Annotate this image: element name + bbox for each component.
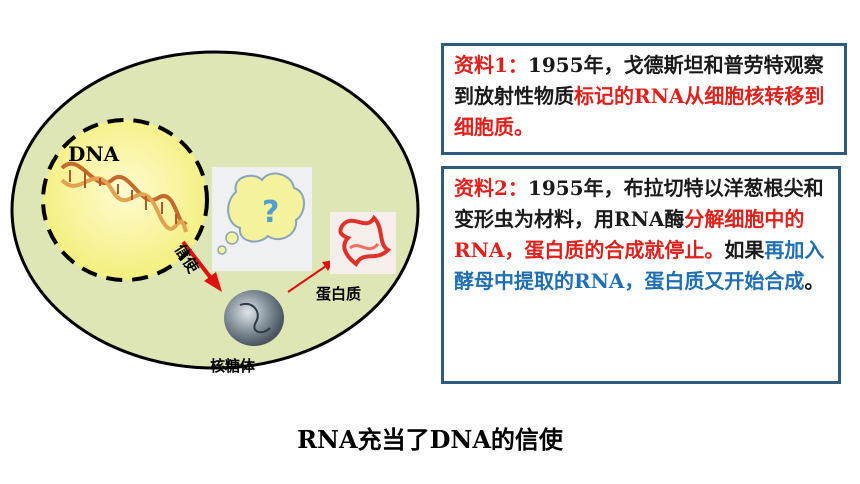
protein-label: 蛋白质 — [316, 285, 362, 303]
material-2-text: 1955年，布拉切特以洋葱根尖和变形虫为材料，用RNA酶 — [454, 176, 824, 231]
conclusion-caption: RNA充当了DNA的信使 — [297, 425, 563, 454]
material-2-text-if: 如果 — [724, 238, 765, 262]
ribosome-label: 核糖体 — [210, 357, 256, 375]
dna-label: DNA — [68, 142, 120, 166]
material-1-box: 资料1：1955年，戈德斯坦和普劳特观察到放射性物质标记的RNA从细胞核转移到细… — [441, 43, 847, 155]
material-1-text: 1955年，戈德斯坦和普劳特观察到放射性物质 — [454, 53, 824, 108]
arrow-nucleus-to-ribosome — [181, 240, 222, 292]
material-2-blue-text: 再加入酵母中提取的RNA，蛋白质又开始合成 — [454, 238, 825, 293]
material-2-box: 资料2：1955年，布拉切特以洋葱根尖和变形虫为材料，用RNA酶分解细胞中的RN… — [441, 166, 841, 384]
ribosome-icon — [224, 290, 284, 346]
dna-helix-icon — [60, 161, 188, 233]
messenger-rna-icon: ? — [212, 167, 312, 271]
material-2-highlight: 分解细胞中的RNA，蛋白质的合成就停止。 — [454, 207, 805, 262]
material-1-highlight: 标记的RNA从细胞核转移到细胞质。 — [454, 84, 825, 139]
protein-icon — [330, 212, 396, 274]
svg-text:?: ? — [262, 195, 279, 230]
material-2-end: 。 — [804, 269, 825, 293]
cell-diagram: ? — [10, 50, 420, 370]
material-1-title: 资料1： — [454, 53, 528, 77]
material-2-title: 资料2： — [454, 176, 528, 200]
